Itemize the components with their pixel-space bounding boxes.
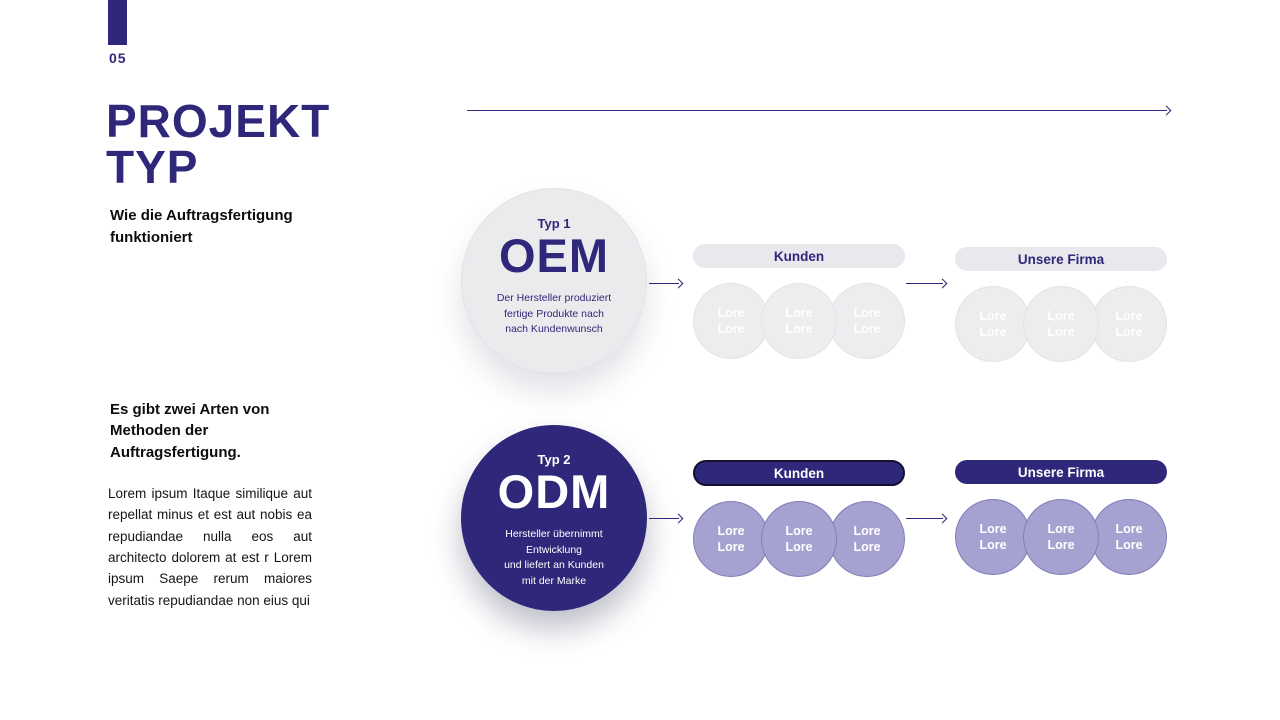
top-rule-arrow-icon <box>467 105 1172 116</box>
arrow-icon <box>649 513 684 524</box>
member-circle: Lore Lore <box>1091 286 1167 362</box>
member-circle: Lore Lore <box>1091 499 1167 575</box>
arrowhead-icon <box>1161 105 1172 116</box>
arrowhead-icon <box>937 513 948 524</box>
page-subtitle: Wie die Auftragsfertigung funktioniert <box>110 207 293 246</box>
member-circle: Lore Lore <box>955 499 1031 575</box>
arrow-icon <box>906 278 948 289</box>
type-circle-odm: Typ 2 ODM Hersteller übernimmt Entwicklu… <box>461 425 647 611</box>
group-pill: Kunden <box>693 244 905 268</box>
arrow-icon <box>906 513 948 524</box>
type-description: Der Hersteller produziert fertige Produk… <box>496 291 612 336</box>
member-circle: Lore Lore <box>955 286 1031 362</box>
intro-heading: Es gibt zwei Arten von Methoden der Auft… <box>110 401 270 461</box>
rule-line <box>906 283 943 284</box>
group-pill: Unsere Firma <box>955 460 1167 484</box>
type-acronym: ODM <box>497 465 611 518</box>
member-circles: Lore Lore Lore Lore Lore Lore <box>955 499 1167 575</box>
member-circle: Lore Lore <box>829 283 905 359</box>
page-number: 05 <box>109 50 127 66</box>
rule-line <box>649 283 679 284</box>
group-kunden-odm: Kunden Lore Lore Lore Lore Lore Lore <box>693 460 905 577</box>
member-circle: Lore Lore <box>693 283 769 359</box>
member-circle: Lore Lore <box>761 501 837 577</box>
group-firma-odm: Unsere Firma Lore Lore Lore Lore Lore Lo… <box>955 460 1167 575</box>
arrowhead-icon <box>673 278 684 289</box>
arrowhead-icon <box>937 278 948 289</box>
group-firma-oem: Unsere Firma Lore Lore Lore Lore Lore Lo… <box>955 247 1167 362</box>
type-circle-oem: Typ 1 OEM Der Hersteller produziert fert… <box>461 188 647 374</box>
group-kunden-oem: Kunden Lore Lore Lore Lore Lore Lore <box>693 244 905 359</box>
page-title: PROJEKT TYP <box>106 95 331 193</box>
rule-line <box>906 518 943 519</box>
group-pill: Kunden <box>693 460 905 486</box>
arrowhead-icon <box>673 513 684 524</box>
accent-bar <box>108 0 127 45</box>
arrow-icon <box>649 278 684 289</box>
type-acronym: OEM <box>498 229 610 282</box>
member-circles: Lore Lore Lore Lore Lore Lore <box>693 283 905 359</box>
member-circles: Lore Lore Lore Lore Lore Lore <box>693 501 905 577</box>
member-circle: Lore Lore <box>761 283 837 359</box>
member-circle: Lore Lore <box>693 501 769 577</box>
member-circles: Lore Lore Lore Lore Lore Lore <box>955 286 1167 362</box>
body-text: Lorem ipsum Itaque similique aut repella… <box>108 486 312 608</box>
type-description: Hersteller übernimmt Entwicklung und lie… <box>504 527 604 587</box>
type-label: Typ 2 <box>537 452 571 467</box>
group-pill: Unsere Firma <box>955 247 1167 271</box>
type-label: Typ 1 <box>537 216 571 231</box>
rule-line <box>467 110 1167 111</box>
member-circle: Lore Lore <box>829 501 905 577</box>
member-circle: Lore Lore <box>1023 286 1099 362</box>
member-circle: Lore Lore <box>1023 499 1099 575</box>
rule-line <box>649 518 679 519</box>
